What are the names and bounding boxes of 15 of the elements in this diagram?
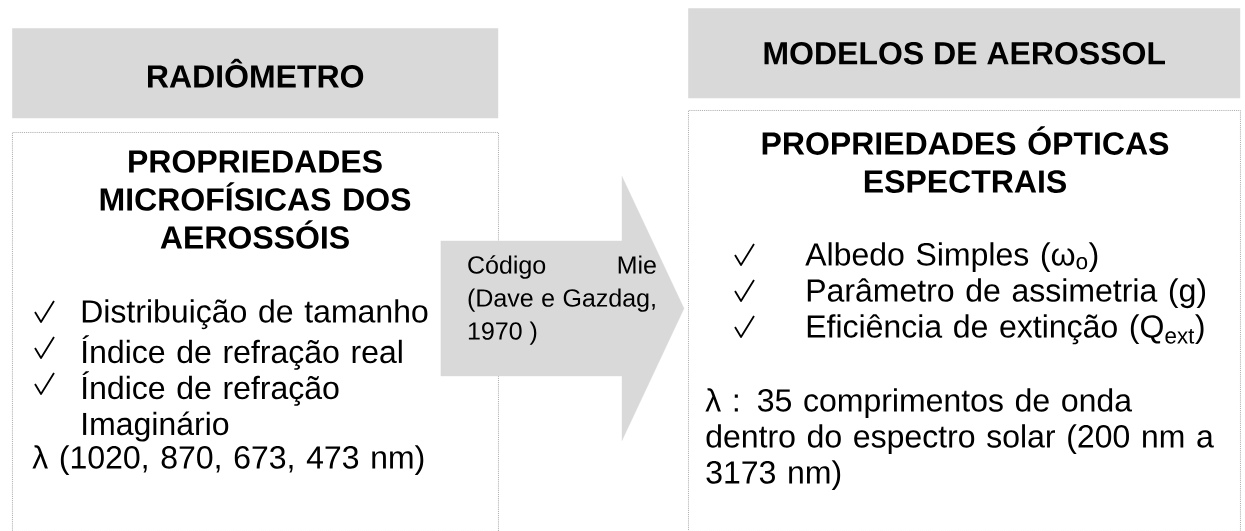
edge-label: Código Mie (Dave e Gazdag, 1970 ) [468,255,656,345]
note-text: λ : 35 comprimentos de onda dentro do espectro solar (200 nm a 3173 nm) [705,388,1214,490]
list-item: Eficiência de extinção (Q$_{ext}$) [807,314,1204,345]
header-band: RADIÔMETRO [12,28,499,119]
block-arrow [440,176,685,441]
header-band: MODELOS DE AEROSSOL [688,8,1241,99]
panel-heading: PROPRIEDADES MICROFÍSICAS DOS AEROSSÓIS [100,150,411,249]
panel-heading: PROPRIEDADES ÓPTICAS ESPECTRAIS [762,126,1169,193]
list-item: Índice de refração Imaginário [82,371,339,442]
info-panel [688,110,1241,531]
list-item: Albedo Simples (ω$_{o}$) [805,242,1098,273]
list-item: Parâmetro de assimetria (g) [807,278,1206,309]
list-item: Distribuição de tamanho [82,299,428,330]
list-item: Índice de refração real [82,335,402,370]
note-text: λ (1020, 870, 673, 473 nm) [32,445,424,475]
